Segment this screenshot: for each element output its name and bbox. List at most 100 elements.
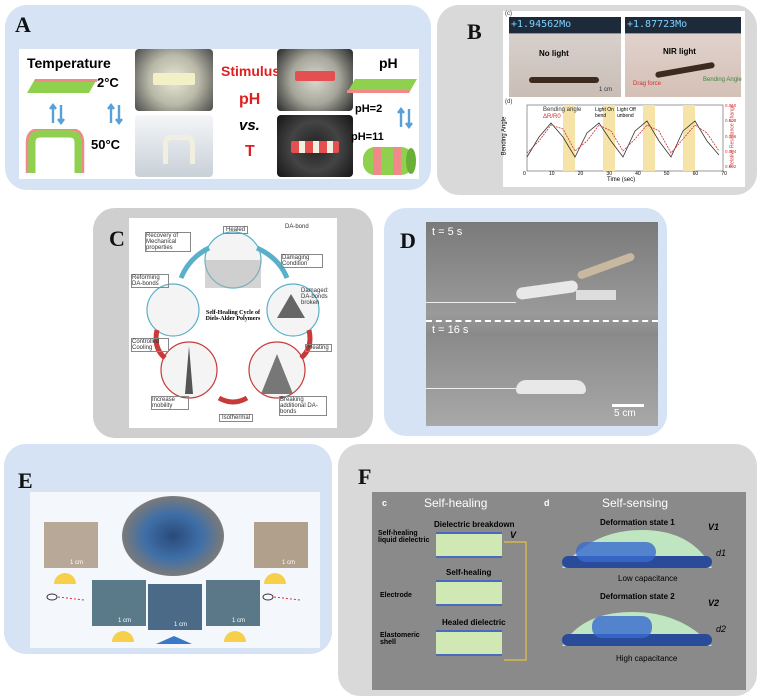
sensor-state2 (562, 612, 712, 646)
label-reforming: Reforming DA-bonds (131, 274, 169, 288)
wire-loop (504, 541, 527, 661)
scale-1cm: 1 cm (599, 87, 613, 93)
ytick: 0.010 (725, 103, 737, 108)
sun-icon (112, 631, 134, 642)
butterfly-photo-center (122, 496, 224, 576)
xticks: 0 10 20 30 40 50 60 70 (523, 171, 727, 177)
xtick: 50 (663, 171, 670, 177)
ytick: 0.006 (725, 133, 737, 139)
bending-chart (526, 104, 724, 172)
legend-bending: Bending angle (543, 107, 582, 113)
no-light-label: No light (539, 49, 569, 58)
panel-f-figure: c Self-healing d Self-sensing Dielectric… (372, 492, 746, 690)
xtick: 40 (635, 171, 641, 177)
elastomeric-shell-label: Elastomeric shell (380, 632, 420, 646)
sun-icon (264, 573, 286, 584)
sun-icon (224, 631, 246, 642)
ytick: 0.004 (725, 148, 737, 154)
ph-high: pH=11 (351, 131, 384, 143)
sensor-state1 (562, 530, 712, 568)
xlabel: Time (sec) (607, 177, 636, 183)
d1-label: d1 (716, 548, 727, 558)
label-healed: Healed (223, 226, 249, 234)
ytick: 0.002 (725, 164, 737, 169)
panel-c-figure: Self-Healing Cycle of Diels-Alder Polyme… (129, 218, 337, 428)
label-damaging: Damaging Condition (281, 254, 323, 268)
ytick: 0.008 (725, 118, 737, 124)
scale-label: 1 cm (70, 560, 84, 566)
low-cap-label: Low capacitance (618, 574, 678, 583)
eye-icon (262, 593, 301, 601)
stimulus-t: T (245, 143, 255, 160)
photo-dish-base (277, 115, 353, 177)
sub-d-label: (d) (505, 99, 513, 105)
self-healing-step-label: Self-healing (446, 568, 492, 577)
panel-b-letter: B (467, 19, 482, 44)
high-cap-label: High capacitance (616, 654, 678, 663)
panel-b: B (c) +1.94562Mo No light 1 cm +1.87723M… (437, 5, 757, 195)
photo-no-light (509, 17, 621, 97)
panel-f-letter: F (358, 464, 372, 489)
sub-d-label: d (544, 498, 550, 508)
ph-low: pH=2 (355, 103, 383, 115)
healed-dielectric-label: Healed dielectric (442, 618, 506, 627)
readout-1: +1.94562Mo (511, 19, 572, 30)
photo-dish-acid (277, 49, 353, 111)
bent-strip-temp (25, 129, 85, 173)
xtick: 70 (721, 171, 727, 177)
hot-label: 50°C (91, 137, 121, 152)
label-breaking: Breaking additional DA-bonds (279, 396, 327, 416)
panel-a-figure: Temperature 2°C 50°C Stimulus: pH (19, 49, 419, 179)
scale-bar (612, 404, 644, 407)
capacitor-layer (436, 580, 502, 606)
self-healing-title: Self-healing (424, 496, 488, 510)
readout-2: +1.87723Mo (627, 19, 688, 30)
sample-holder-icon (156, 636, 192, 644)
panel-e-figure: 1 cm 1 cm 1 cm 1 cm 1 cm (30, 492, 320, 648)
state1-label: Deformation state 1 (600, 518, 675, 527)
label-da-bond: DA-bond (285, 224, 309, 230)
butterfly-photo (148, 584, 202, 630)
double-arrow-icon (397, 107, 413, 129)
panel-d-photo (426, 222, 658, 426)
scale-label: 1 cm (232, 618, 246, 624)
scale-label: 1 cm (174, 622, 188, 628)
dielectric-breakdown-label: Dielectric breakdown (434, 520, 515, 529)
panel-b-figure: (c) +1.94562Mo No light 1 cm +1.87723Mo … (501, 11, 745, 187)
cold-label: 2°C (97, 75, 119, 90)
scale-label: 1 cm (118, 618, 132, 624)
stimulus-label: Stimulus: (221, 63, 285, 79)
xtick: 10 (548, 171, 555, 177)
xtick: 30 (606, 171, 612, 177)
double-arrow-icon (49, 103, 65, 125)
label-controlled-cooling: Controlled Cooling (131, 338, 169, 352)
panel-c-letter: C (109, 226, 125, 251)
electrode-label: Electrode (380, 592, 412, 599)
photo-dish-cold (135, 49, 213, 111)
sub-c-label: (c) (505, 11, 512, 17)
healing-cycle-diagram (146, 231, 320, 405)
yticks-right: 0.010 0.008 0.006 0.004 0.002 (725, 103, 736, 169)
photo-dish-hot (135, 115, 213, 177)
time-label-1: t = 5 s (432, 226, 463, 238)
panel-a: A Temperature 2°C 50°C Stimulus (5, 5, 431, 190)
ph-label: pH (379, 55, 398, 71)
flat-strip-temp (27, 79, 97, 93)
d2-label: d2 (716, 624, 727, 634)
legend-dr: ΔR/R0 (543, 114, 561, 120)
liquid-dielectric-label: Self-healing liquid dielectric (378, 530, 430, 544)
label-heating: Heating (305, 344, 332, 352)
scale-5cm: 5 cm (614, 408, 636, 419)
bending-angle-annot: Bending Angle (703, 77, 742, 83)
state2-label: Deformation state 2 (600, 592, 675, 601)
voltage-label: V (510, 530, 517, 540)
light-on-label: Light On bend (595, 107, 614, 119)
drag-force-label: Drag force (633, 81, 662, 87)
panel-d-letter: D (400, 228, 416, 253)
capacitor-layer (436, 630, 502, 656)
label-isothermal: Isothermal (219, 414, 254, 422)
time-label-2: t = 16 s (432, 324, 469, 336)
panel-e-letter: E (18, 468, 33, 493)
panel-a-letter: A (15, 12, 31, 37)
panel-e: E 1 cm 1 cm 1 cm 1 cm 1 cm (4, 444, 332, 654)
